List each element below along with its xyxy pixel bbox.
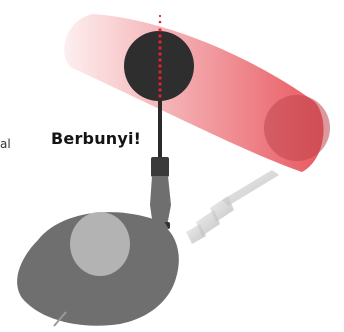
ghost-detector xyxy=(186,170,279,244)
ghost-coil xyxy=(264,95,330,161)
partial-label: al xyxy=(0,137,11,151)
beep-label: Berbunyi! xyxy=(51,129,141,148)
detector-shaft xyxy=(158,100,162,160)
person xyxy=(17,212,179,326)
control-box xyxy=(151,157,169,177)
